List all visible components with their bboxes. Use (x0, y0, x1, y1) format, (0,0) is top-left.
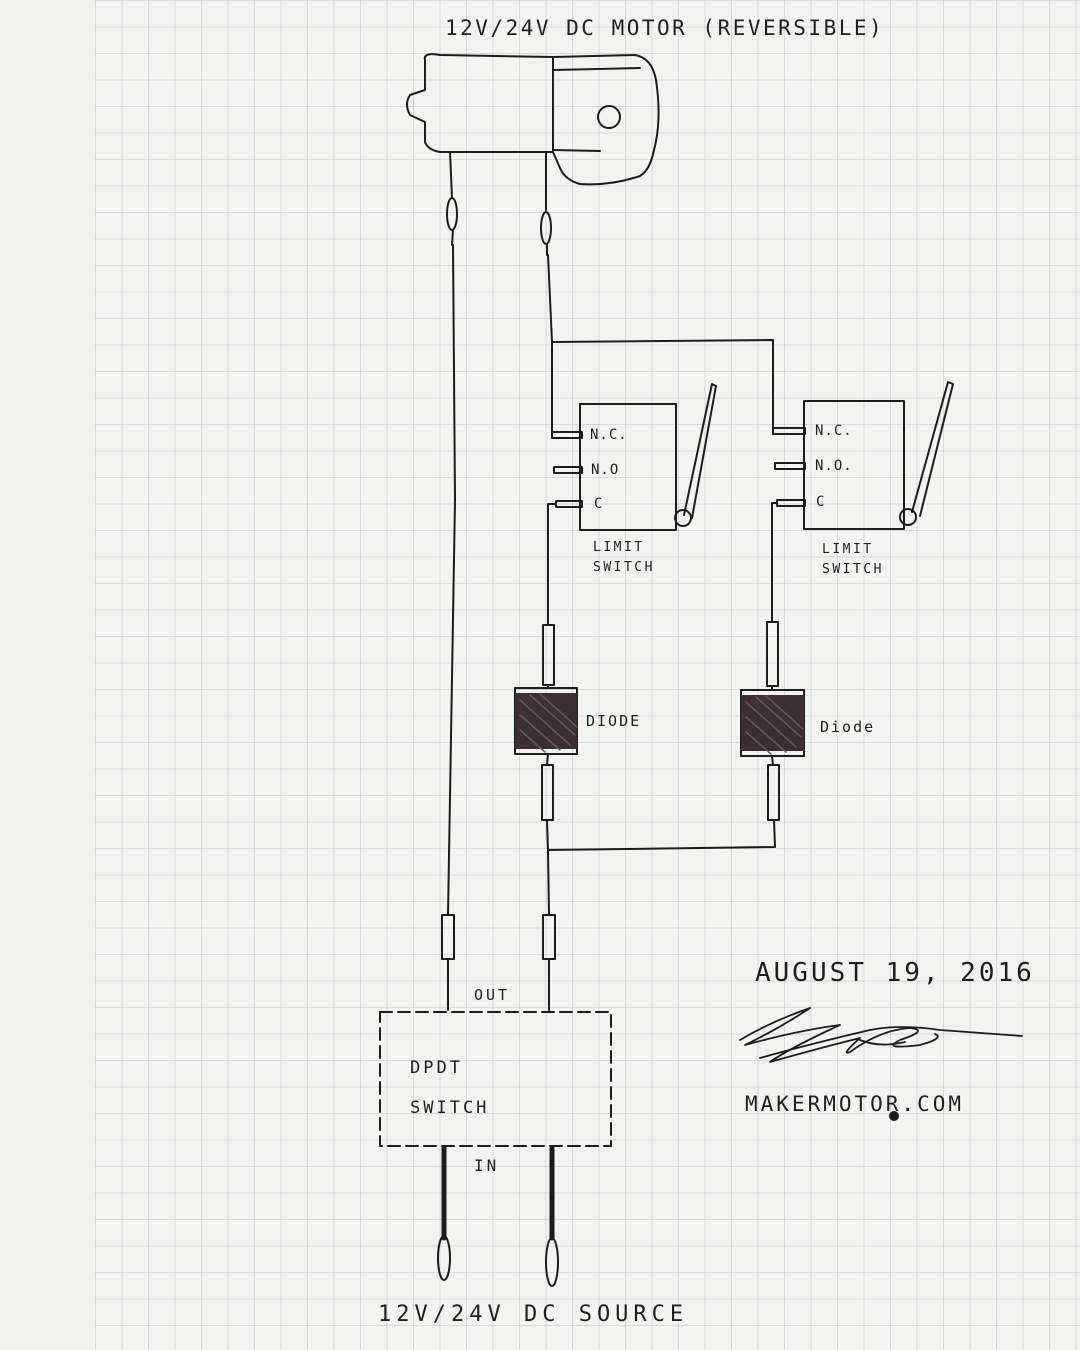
limit-switch-right-label-line2: SWITCH (822, 562, 884, 577)
sleeve-dpdt-out-left (441, 914, 455, 960)
limit-switch-right (772, 381, 954, 530)
source-lead-right (545, 1145, 559, 1287)
diode-left-label: DIODE (586, 712, 642, 730)
terminal-nc-left (551, 431, 583, 439)
limit-switch-left-label-line2: SWITCH (593, 560, 655, 575)
sleeve-dpdt-out-right (542, 914, 556, 960)
source-lead-left (437, 1145, 451, 1281)
sleeve-left-top (542, 624, 555, 686)
wire-c-right-to-diode (771, 502, 778, 623)
terminal-c-left (555, 500, 583, 508)
sleeve-right-top (766, 621, 779, 687)
limit-switch-right-label: LIMIT SWITCH (822, 540, 884, 580)
wire-bottom-bridge (546, 819, 776, 851)
motor-lead-left (446, 151, 458, 246)
dpdt-label-line2: SWITCH (410, 1098, 490, 1118)
paper-margin (0, 0, 95, 1350)
motor (406, 53, 660, 186)
limit-switch-left-lever (683, 383, 717, 519)
dpdt-switch-body (379, 1011, 612, 1147)
limit-switch-right-lever (911, 381, 954, 517)
label-no-left: N.O (591, 462, 620, 478)
wire-top-bridge (551, 339, 774, 429)
diode-right (740, 689, 805, 757)
limit-switch-left-label-line1: LIMIT (593, 540, 645, 555)
label-c-right: C (816, 494, 826, 510)
site-dot (889, 1111, 899, 1121)
diode-left (514, 687, 578, 755)
wire-diode-to-dpdt (547, 849, 550, 916)
limit-switch-left-label: LIMIT SWITCH (593, 538, 655, 578)
terminal-no-right (774, 462, 806, 470)
dpdt-label: DPDT SWITCH (410, 1048, 489, 1128)
terminal-c-right (776, 499, 806, 507)
label-no-right: N.O. (815, 458, 853, 474)
motor-housing (406, 53, 554, 153)
terminal-nc-right (772, 427, 806, 435)
website-label: MAKERMOTOR.COM (745, 1092, 965, 1116)
motor-shaft (597, 105, 621, 129)
limit-switch-left (551, 383, 717, 531)
limit-switch-right-label-line1: LIMIT (822, 542, 874, 557)
signature-scribble (739, 1007, 1023, 1063)
motor-lead-right (540, 151, 552, 256)
dpdt-in-label: IN (474, 1156, 500, 1175)
motor-gearbox (552, 54, 660, 186)
terminal-no-left (553, 466, 583, 474)
grid-paper (95, 0, 1080, 1350)
motor-label: 12V/24V DC MOTOR (REVERSIBLE) (445, 16, 885, 40)
wire-motor-to-limit (547, 254, 553, 433)
sleeve-right-bottom (767, 764, 780, 821)
wire-motor-to-dpdt (447, 244, 456, 916)
signature-date: AUGUST 19, 2016 (755, 958, 1035, 988)
dpdt-out-label: OUT (474, 986, 511, 1004)
sleeve-left-bottom (541, 764, 554, 821)
dpdt-label-line1: DPDT (410, 1058, 463, 1078)
source-label: 12V/24V DC SOURCE (378, 1302, 689, 1327)
diode-right-label: Diode (820, 718, 876, 736)
wire-c-left-to-diode (547, 503, 557, 626)
label-nc-left: N.C. (590, 427, 628, 443)
label-c-left: C (594, 496, 604, 512)
label-nc-right: N.C. (815, 423, 853, 439)
